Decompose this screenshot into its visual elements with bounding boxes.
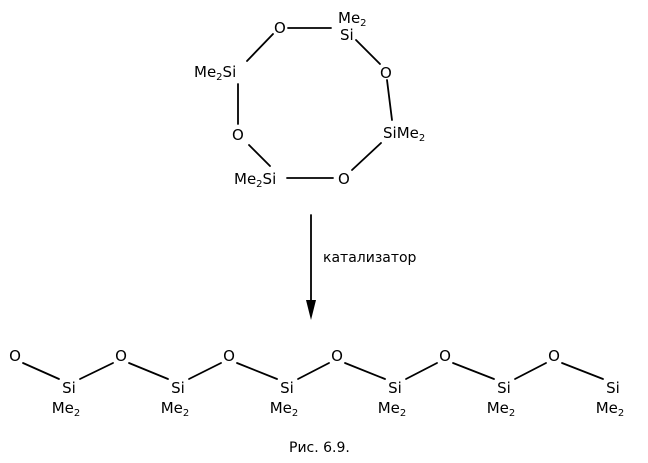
chain-bond: [79, 362, 114, 380]
ring-oxygen-bottom: O: [338, 170, 350, 188]
chain-bond: [561, 362, 604, 380]
chain-bond: [236, 362, 278, 380]
chain-silicon-3: Si: [280, 379, 294, 397]
chain-bond: [344, 362, 386, 380]
chain-oxygen-6: O: [548, 347, 560, 365]
ring-si-right: SiMe2: [383, 124, 425, 144]
chain-bond: [405, 362, 438, 380]
chain-methyl-4: Me2: [378, 399, 407, 419]
chain-methyl-2: Me2: [161, 399, 190, 419]
ring-si-bottom: Me2Si: [234, 170, 276, 190]
chain-oxygen-2: O: [115, 347, 127, 365]
chain-silicon-6: Si: [606, 379, 620, 397]
chain-bond: [188, 362, 222, 380]
ring-oxygen-right: O: [380, 64, 392, 82]
chain-oxygen-5: O: [439, 347, 451, 365]
chain-silicon-1: Si: [62, 379, 76, 397]
ring-bonds: [237, 27, 393, 179]
chain-bond: [22, 362, 60, 380]
ring-si-top-me: Me2: [338, 9, 367, 29]
ring-si-top: Si: [340, 26, 354, 44]
chain-bond: [514, 362, 547, 380]
figure-caption: Рис. 6.9.: [289, 440, 350, 456]
chain-bond: [452, 362, 495, 380]
chain-oxygen-4: O: [331, 347, 343, 365]
linear-chain: O SiMe2 O SiMe2 O SiMe2 O SiMe2 O SiMe2 O SiMe2: [9, 347, 624, 419]
chain-methyl-1: Me2: [52, 399, 81, 419]
chain-silicon-4: Si: [388, 379, 402, 397]
chain-methyl-6: Me2: [596, 399, 625, 419]
chain-bond: [128, 362, 169, 380]
ring-si-left: Me2Si: [194, 63, 236, 83]
chain-oxygen-3: O: [223, 347, 235, 365]
chain-methyl-5: Me2: [487, 399, 516, 419]
chain-oxygen-1: O: [9, 347, 21, 365]
catalyst-label: катализатор: [323, 250, 417, 266]
ring-atoms: O Me2 Si O SiMe2 O Me2Si O Me2Si: [194, 9, 425, 190]
chain-bond: [297, 362, 330, 380]
chain-methyl-3: Me2: [270, 399, 299, 419]
chain-silicon-5: Si: [497, 379, 511, 397]
ring-oxygen-left: O: [232, 126, 244, 144]
reaction-arrow: [306, 214, 316, 320]
chain-silicon-2: Si: [171, 379, 185, 397]
ring-oxygen-top: O: [274, 19, 286, 37]
